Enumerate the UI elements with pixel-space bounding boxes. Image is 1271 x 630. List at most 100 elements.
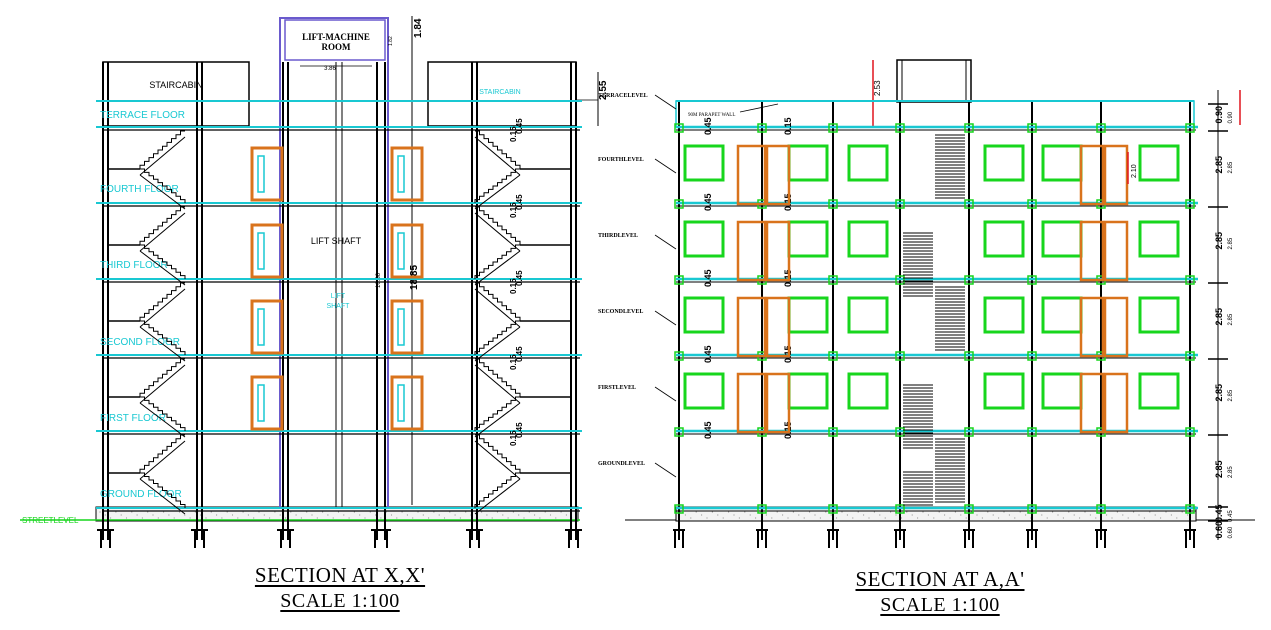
window: [847, 296, 889, 334]
soil-dot: [152, 514, 154, 516]
floor-label: GROUND FLOOR: [100, 489, 182, 500]
soil-dot: [895, 514, 897, 516]
soil-dot: [1170, 514, 1172, 516]
slab-column-joint: [674, 427, 684, 437]
door-glass: [257, 155, 265, 193]
leader-line: [654, 94, 677, 110]
soil-dot: [1079, 517, 1081, 519]
soil-dot: [147, 511, 149, 513]
soil-dot: [1089, 514, 1091, 516]
soil-dot: [189, 517, 191, 519]
soil-dot: [992, 514, 994, 516]
soil-dot: [798, 514, 800, 516]
soil-dot: [722, 517, 724, 519]
window: [1041, 220, 1083, 258]
stair-flight-right: [474, 168, 520, 203]
dim-text: 0.90: [1214, 106, 1224, 124]
soil-dot: [1057, 514, 1059, 516]
slab-column-joint: [1185, 427, 1195, 437]
stair-flight-left-underside: [139, 478, 186, 515]
door-glass: [397, 384, 405, 422]
door-glass: [257, 384, 265, 422]
soil-dot: [765, 514, 768, 516]
door: [1103, 144, 1129, 206]
soil-dot: [981, 517, 984, 519]
stair-flight-right-underside: [474, 326, 521, 362]
slab-column-joint: [828, 123, 838, 133]
dim-text: 0.45: [703, 345, 713, 363]
soil-dot: [976, 514, 978, 516]
soil-dot: [465, 511, 467, 513]
soil-dot: [231, 514, 234, 516]
soil-dot: [163, 511, 165, 513]
slab-column-joint: [1027, 504, 1037, 514]
dim-text: 0.45: [515, 194, 524, 210]
stair-flight-left: [140, 472, 186, 508]
stair-flight-right: [475, 130, 521, 169]
soil-dot: [247, 514, 249, 516]
door-left: [250, 375, 284, 431]
soil-dot: [1187, 514, 1189, 516]
soil-dot: [157, 517, 159, 519]
window: [787, 296, 829, 334]
soil-dot: [258, 511, 260, 513]
soil-dot: [738, 517, 741, 519]
window: [1041, 144, 1083, 182]
soil-dot: [523, 517, 525, 519]
section-xx-title: SECTION AT X,X': [254, 563, 426, 587]
soil-dot: [560, 511, 562, 513]
window: [983, 144, 1025, 182]
soil-dot: [125, 517, 128, 519]
soil-dot: [873, 511, 876, 513]
dim-text: 0.15: [509, 430, 518, 446]
slab-column-joint: [1027, 199, 1037, 209]
stair-flight-left-underside: [139, 174, 186, 210]
door-left: [250, 146, 284, 202]
window: [787, 144, 829, 182]
soil-dot: [1046, 517, 1048, 519]
soil-dot: [782, 514, 784, 516]
stair-flight-left: [139, 358, 185, 397]
window: [1138, 372, 1180, 410]
dim-text: 2.85: [1214, 308, 1224, 326]
window: [1041, 372, 1083, 410]
door: [1103, 296, 1129, 358]
soil-dot: [221, 517, 223, 519]
leader-line: [739, 103, 779, 113]
soil-dot: [178, 511, 181, 513]
soil-dot: [1014, 517, 1016, 519]
stair-flight-right: [475, 358, 521, 397]
leader-line: [654, 462, 677, 478]
dim-text: 1.84: [413, 18, 424, 38]
slab-column-joint: [757, 123, 767, 133]
soil-dot: [115, 511, 117, 513]
window: [787, 372, 829, 410]
soil-dot: [279, 514, 281, 516]
soil-dot: [565, 514, 568, 516]
stair-flight-right: [474, 320, 520, 355]
door: [1079, 296, 1105, 358]
slab-column-joint: [964, 199, 974, 209]
dim-text: 0.45: [1228, 510, 1234, 522]
slab-column-joint: [1185, 123, 1195, 133]
dim-text: 0.15: [783, 117, 793, 135]
dim-text: 2.85: [1228, 313, 1234, 325]
door: [1079, 144, 1105, 206]
stair-flight-left: [140, 168, 186, 203]
soil-dot: [825, 511, 827, 513]
stair-flight-right-underside: [474, 364, 521, 404]
dim-text: 3.86: [324, 66, 336, 72]
soil-dot: [438, 514, 440, 516]
soil-dot: [555, 517, 557, 519]
slab-column-joint: [895, 199, 905, 209]
soil-dot: [1111, 517, 1113, 519]
soil-dot: [863, 514, 865, 516]
window: [683, 372, 725, 410]
stair-flight-left: [139, 130, 185, 169]
soil-dot: [749, 514, 751, 516]
dim-text: 2.85: [1228, 389, 1234, 401]
soil-dot: [184, 514, 186, 516]
dim-text: 0.45: [515, 118, 524, 134]
soil-dot: [987, 511, 989, 513]
